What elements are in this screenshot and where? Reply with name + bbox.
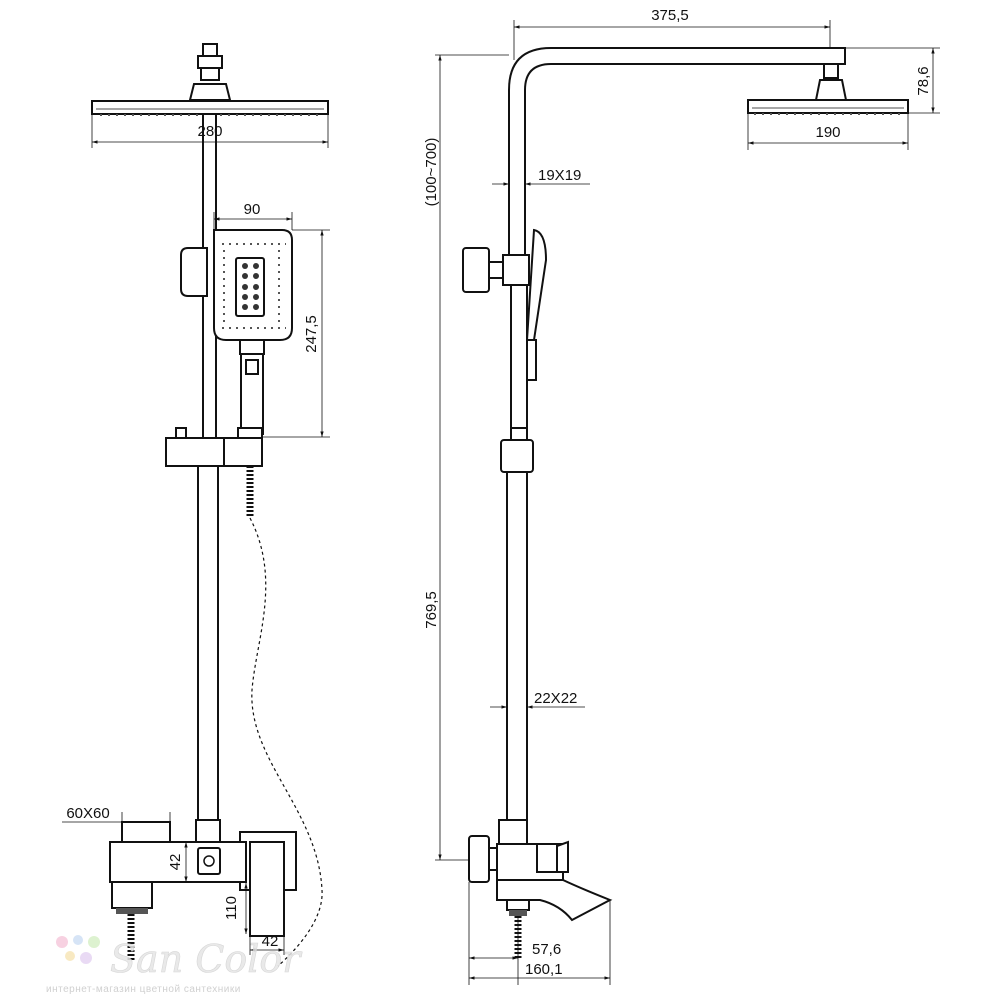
lever-depth-label: 42 xyxy=(262,933,279,950)
side-view: 375,5 78,6 190 (100~700) 19X19 769,5 22X… xyxy=(423,7,940,985)
watermark-tagline: интернет-магазин цветной сантехники xyxy=(46,984,241,995)
spout-projection-label: 160,1 xyxy=(525,961,563,978)
watermark: San Color интернет-магазин цветной санте… xyxy=(46,935,304,995)
spout-height-label: 110 xyxy=(223,896,240,920)
arm-reach-label: 375,5 xyxy=(651,7,689,24)
front-head-connector xyxy=(188,43,232,101)
side-mixer xyxy=(468,819,613,960)
side-wall-bracket xyxy=(462,247,530,293)
mixer-depth-label: 42 xyxy=(167,854,184,871)
front-handshower-clip xyxy=(180,247,208,297)
mixer-body-label: 60X60 xyxy=(66,805,109,822)
side-mid-tube xyxy=(510,284,528,441)
side-hand-shower xyxy=(525,228,548,381)
side-lower-tube xyxy=(506,471,528,845)
front-dimension-labels: 280 90 247,5 60X60 42 110 42 xyxy=(66,123,320,950)
front-rain-head xyxy=(91,100,329,116)
front-slide-bar xyxy=(165,427,263,467)
front-mixer xyxy=(109,819,297,960)
front-dimensions xyxy=(62,114,330,955)
side-slide-holder xyxy=(500,427,534,473)
hand-shower-nozzles xyxy=(222,243,286,329)
lower-tube-label: 22X22 xyxy=(534,690,577,707)
side-dimension-labels: 375,5 78,6 190 (100~700) 19X19 769,5 22X… xyxy=(423,7,932,978)
upper-tube-label: 19X19 xyxy=(538,167,581,184)
hand-shower-width-label: 90 xyxy=(244,201,261,218)
side-dimensions xyxy=(435,20,940,985)
head-height-label: 78,6 xyxy=(915,66,932,95)
total-height-label: 769,5 xyxy=(423,591,440,629)
watermark-brand: San Color xyxy=(110,937,303,981)
front-hose xyxy=(246,466,323,967)
side-shower-arm xyxy=(508,47,846,256)
side-rain-head xyxy=(747,63,909,115)
front-hand-shower xyxy=(213,229,293,435)
adjust-range-label: (100~700) xyxy=(423,138,440,207)
watermark-dots xyxy=(56,935,100,964)
hand-shower-length-label: 247,5 xyxy=(303,315,320,353)
front-lower-tube xyxy=(197,465,219,843)
head-diameter-label: 190 xyxy=(815,124,840,141)
rain-head-width-label: 280 xyxy=(197,123,222,140)
front-view: 280 90 247,5 60X60 42 110 42 xyxy=(62,43,330,967)
inlet-offset-label: 57,6 xyxy=(532,941,561,958)
